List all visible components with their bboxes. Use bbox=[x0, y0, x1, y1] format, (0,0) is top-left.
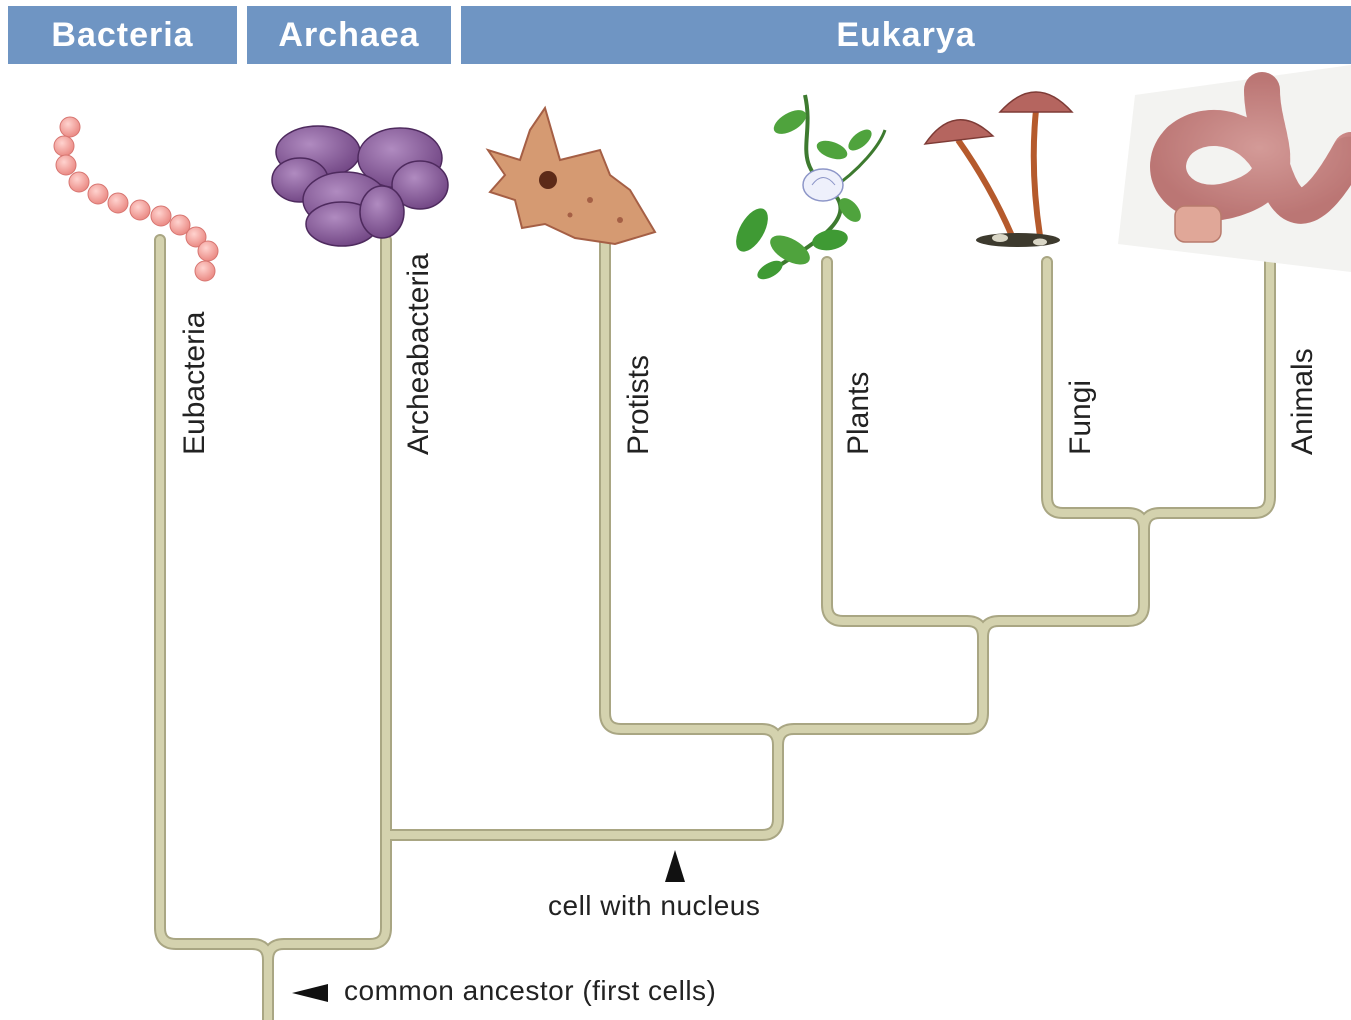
label-fungi: Fungi bbox=[1064, 380, 1098, 455]
animal-illustration bbox=[1118, 65, 1351, 272]
protist-illustration bbox=[488, 108, 655, 244]
archaea-illustration bbox=[272, 126, 448, 246]
fungi-illustration bbox=[925, 92, 1072, 247]
branch-archaea-eukarya bbox=[386, 240, 778, 835]
label-animals: Animals bbox=[1286, 348, 1320, 455]
nucleus-arrow-icon bbox=[665, 850, 685, 882]
branch-eukarya-inner bbox=[778, 262, 983, 745]
ancestor-arrow-icon bbox=[292, 984, 328, 1002]
label-protists: Protists bbox=[622, 355, 656, 455]
annotation-common-ancestor: common ancestor (first cells) bbox=[344, 975, 716, 1007]
label-archeabacteria: Archeabacteria bbox=[402, 253, 436, 455]
eubacteria-illustration bbox=[54, 117, 218, 281]
branch-root-right bbox=[268, 240, 386, 960]
plant-illustration bbox=[730, 95, 885, 283]
label-eubacteria: Eubacteria bbox=[178, 312, 212, 455]
branch-fungi-animals bbox=[1144, 262, 1270, 529]
label-plants: Plants bbox=[842, 372, 876, 455]
branch-root bbox=[160, 240, 268, 1020]
annotation-cell-with-nucleus: cell with nucleus bbox=[548, 890, 760, 922]
